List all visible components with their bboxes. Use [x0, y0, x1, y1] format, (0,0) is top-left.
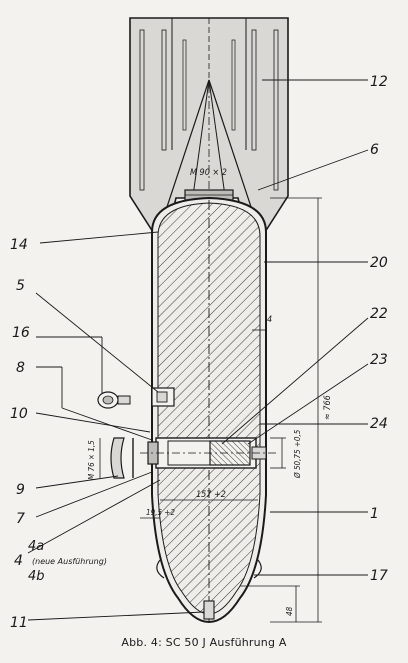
callout-10: 10 [10, 406, 28, 422]
callouts: 12 6 14 20 5 22 16 23 8 10 24 9 1 7 4a 4… [10, 74, 388, 631]
fuze-pocket [140, 437, 276, 469]
callout-23: 23 [370, 352, 388, 368]
note-neue-ausfuehrung: (neue Ausführung) [32, 557, 107, 566]
figure-caption: Abb. 4: SC 50 J Ausführung A [121, 636, 287, 649]
callout-14: 14 [10, 237, 28, 253]
callout-6: 6 [370, 142, 379, 158]
callout-4: 4 [14, 553, 23, 569]
callout-4a: 4a [28, 539, 44, 554]
callout-24: 24 [370, 416, 388, 432]
callout-7: 7 [16, 511, 25, 527]
dim-157: 157 +2 [196, 490, 226, 500]
dimension-lines [99, 197, 322, 623]
callout-22: 22 [370, 306, 388, 322]
locking-ring [110, 437, 134, 479]
callout-1: 1 [370, 506, 379, 522]
callout-16: 16 [12, 325, 30, 341]
dim-thread-top: M 90 × 2 [190, 168, 227, 178]
dim-wall: 4 [267, 315, 272, 325]
dim-nose: 48 [285, 606, 294, 616]
leader-lines [27, 79, 369, 621]
callout-9: 9 [16, 482, 25, 498]
dim-19-5: 19,5 +2 [146, 508, 175, 517]
callout-11: 11 [10, 615, 28, 631]
callout-17: 17 [370, 568, 388, 584]
dim-length: ≈ 766 [323, 395, 333, 420]
nose-fitting [156, 559, 262, 620]
callout-5: 5 [16, 278, 25, 294]
callout-8: 8 [16, 360, 25, 376]
dimension-texts: M 90 × 2 4 ≈ 766 Ø 50,75 +0,5 M 76 × 1,5… [87, 168, 333, 616]
callout-20: 20 [370, 255, 388, 271]
callout-12: 12 [370, 74, 388, 90]
tail-fins [129, 17, 289, 233]
loose-fuze-part [97, 391, 131, 409]
dim-bore: Ø 50,75 +0,5 [292, 429, 302, 479]
side-plug [151, 387, 175, 407]
bomb-body [151, 196, 267, 624]
callout-4b: 4b [28, 569, 45, 584]
dim-thread-side: M 76 × 1,5 [87, 440, 96, 480]
